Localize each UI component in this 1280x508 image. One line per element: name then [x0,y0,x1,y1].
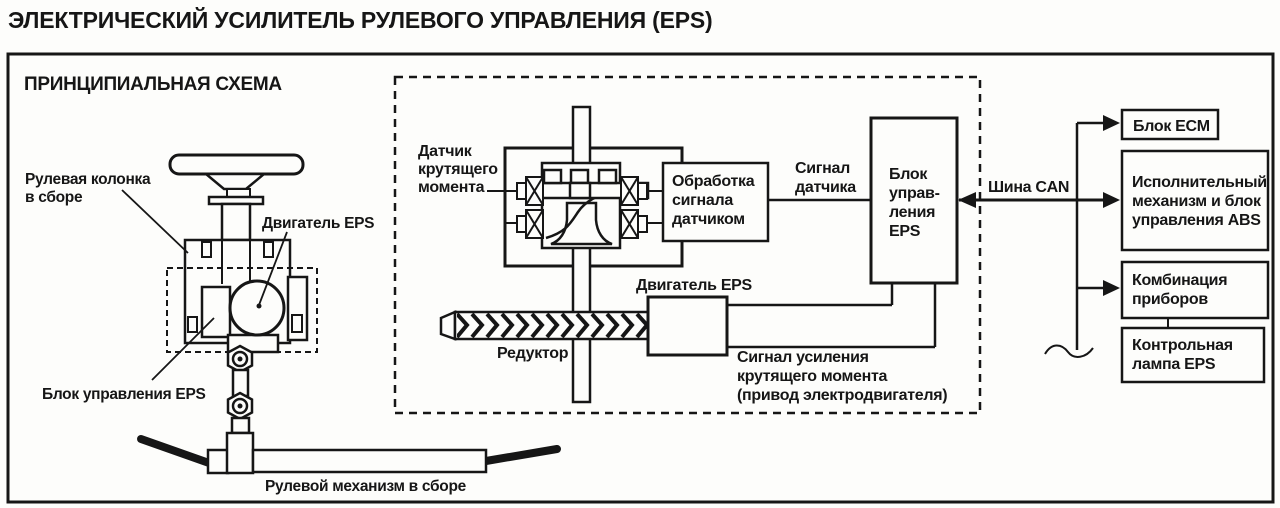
column-pointer-line [121,189,189,254]
housing-slot [187,316,198,333]
diagram-subtitle: ПРИНЦИПИАЛЬНАЯ СХЕМА [24,74,282,95]
reducer-label: Редуктор [497,345,569,362]
assist-signal-label-line1: Сигнал усиления [737,349,869,366]
sensor-coils [516,176,648,239]
sensor-tab [597,168,618,185]
torque-sensor-label-line3: момента [418,179,485,196]
signal-processing-label-line3: датчиком [672,211,745,228]
wheel-hub [202,172,268,191]
motor-drive-wires [727,284,937,349]
housing-slot [201,241,212,258]
torque-sensor-label-line2: крутящего [418,161,498,178]
eps-motor-left-label: Двигатель EPS [262,215,374,232]
can-bus-lines [958,115,1169,358]
steering-column-assembly-drawing [137,153,561,475]
coil-cap [637,182,648,200]
steering-wheel-icon [168,153,305,176]
eps-motor-circle [228,279,286,337]
abs-box [1120,149,1270,252]
outer-frame [6,52,1275,504]
torque-sensor-drawing [439,105,684,404]
worm-gear-teeth [457,313,649,338]
column-shaft [220,202,252,242]
column-dashed-box [166,267,318,353]
torsion-bell [550,201,613,246]
rack-tube [251,448,488,474]
steering-column-label-line2: в сборе [25,189,83,206]
pointer-dot [256,303,262,309]
u-joint-pin [237,356,243,362]
eps-control-unit-label-line3: ления [889,204,935,221]
continuation-wave-icon [1044,344,1094,358]
housing-slot [291,314,303,333]
eps-motor-center-label: Двигатель EPS [636,277,753,294]
can-bus-label: Шина CAN [988,179,1069,196]
left-pointer-lines [121,189,288,381]
right-tie-rod [482,445,561,465]
cluster-box-label-line1: Комбинация [1132,272,1227,289]
sensor-tab [569,168,590,185]
eps-control-unit-label-line2: управ- [889,185,940,202]
arrowhead-right-icon [1103,280,1120,296]
eps-control-unit-label-line4: EPS [889,223,921,240]
rack-left-block [206,448,230,475]
eps-warning-lamp-box [1120,326,1266,384]
signal-processing-label-line2: сигнала [672,192,733,209]
pinion-coupler [230,416,251,435]
page-title: ЭЛЕКТРИЧЕСКИЙ УСИЛИТЕЛЬ РУЛЕВОГО УПРАВЛЕ… [8,6,712,33]
ecu-pointer-line [151,317,215,381]
coil-cap [637,215,648,233]
steering-main-shaft [571,105,592,404]
ecm-box-label: Блок ECM [1133,118,1210,135]
arrowhead-left-icon [958,192,976,208]
steering-column-label-line1: Рулевая колонка [25,171,151,188]
assist-signal-label-line2: крутящего момента [737,368,888,385]
signal-processing-label-line1: Обработка [672,173,755,190]
can-node-boxes [1120,108,1270,384]
arrowhead-right-icon [1103,192,1120,208]
eps-lamp-label-line1: Контрольная [1132,337,1233,354]
abs-box-label-line1: Исполнительный [1132,174,1267,191]
eps-ecu-left-label: Блок управления EPS [42,386,206,403]
abs-box-label-line3: управления ABS [1132,212,1261,229]
coil-cap [516,182,527,200]
sensor-signal-label-line2: датчика [795,179,856,196]
ecm-box [1120,108,1220,141]
coil-cap [516,215,527,233]
sensor-signal-label-line1: Сигнал [795,160,850,177]
arrowhead-right-icon [1103,115,1120,131]
abs-box-label-line2: механизм и блок [1132,193,1262,210]
central-dashed-box [393,75,982,415]
torque-sensor-label-line1: Датчик [418,143,473,160]
signal-processing-box [661,161,770,243]
instrument-cluster-box [1120,260,1270,320]
eps-control-unit-box [869,116,959,285]
eps-motor-box [646,295,729,357]
steering-gear-label: Рулевой механизм в сборе [265,478,467,495]
motor-pointer-line [258,231,288,306]
assist-signal-label-line3: (привод электродвигателя) [737,387,947,404]
cluster-box-label-line2: приборов [1132,291,1208,308]
gear-left-tip [439,310,457,341]
housing-slot [263,241,274,258]
u-joint-pin [237,403,243,409]
rack-pinion-housing [225,431,255,475]
sensor-tab [542,168,563,185]
eps-ecu-block-drawing [200,285,232,339]
sensor-center-tab [568,181,592,200]
eps-control-unit-label-line1: Блок [889,166,928,183]
eps-lamp-label-line2: лампа EPS [1132,356,1216,373]
left-tie-rod [137,435,213,467]
